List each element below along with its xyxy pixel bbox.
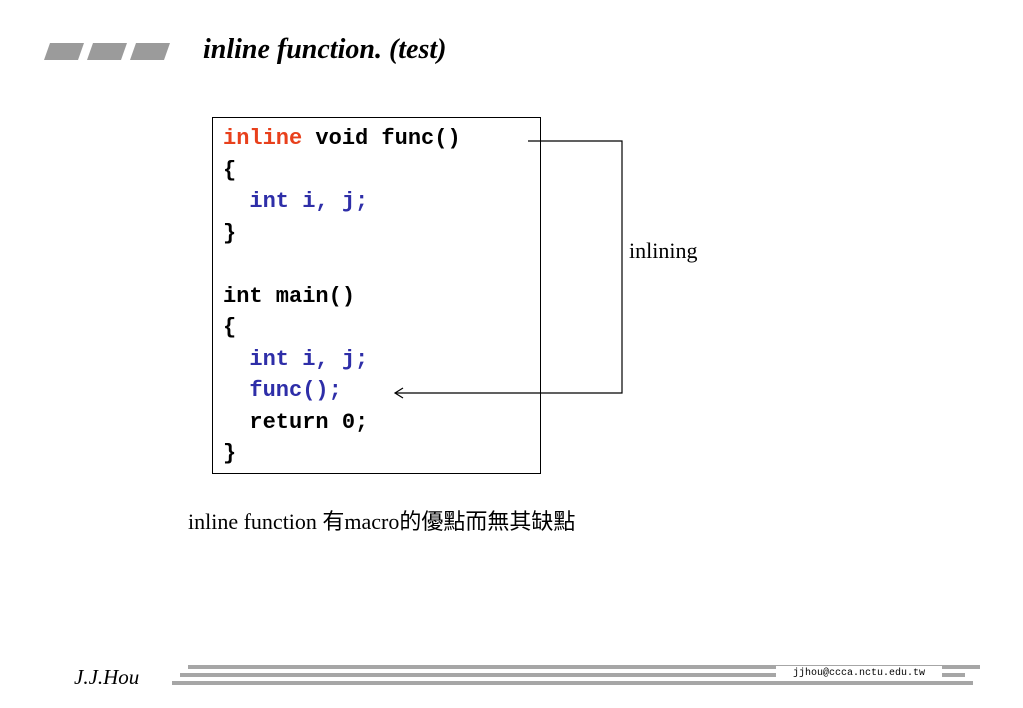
code-token: return 0; [223, 409, 369, 435]
code-token: inline [223, 126, 303, 151]
code-line: int main() [223, 281, 461, 313]
code-token: int i, j; [223, 189, 369, 214]
code-token: } [223, 220, 237, 246]
author-name: J.J.Hou [74, 665, 140, 689]
code-token: int main() [223, 283, 356, 309]
code-line: } [223, 438, 461, 470]
header-decoration-icon [44, 43, 170, 60]
footer-email: jjhou@ccca.nctu.edu.tw [776, 666, 942, 681]
code-token: { [223, 157, 237, 183]
code-line: { [223, 155, 461, 187]
caption-text: inline function 有macro的優點而無其缺點 [188, 509, 576, 534]
code-token: { [223, 315, 237, 340]
code-token: func(); [223, 378, 342, 403]
code-line: } [223, 218, 461, 250]
page-title: inline function. (test) [203, 34, 447, 65]
code-listing: inline void func(){ int i, j;}int main()… [223, 123, 461, 470]
code-line: func(); [223, 375, 461, 407]
code-line: inline void func() [223, 123, 461, 155]
code-line: { [223, 312, 461, 344]
code-token: int i, j; [223, 346, 369, 372]
code-line: int i, j; [223, 344, 461, 376]
code-line: return 0; [223, 407, 461, 439]
code-token: void func() [302, 126, 461, 151]
inlining-label: inlining [629, 238, 698, 263]
code-line: int i, j; [223, 186, 461, 218]
code-box [212, 117, 541, 474]
code-token: } [223, 441, 237, 466]
